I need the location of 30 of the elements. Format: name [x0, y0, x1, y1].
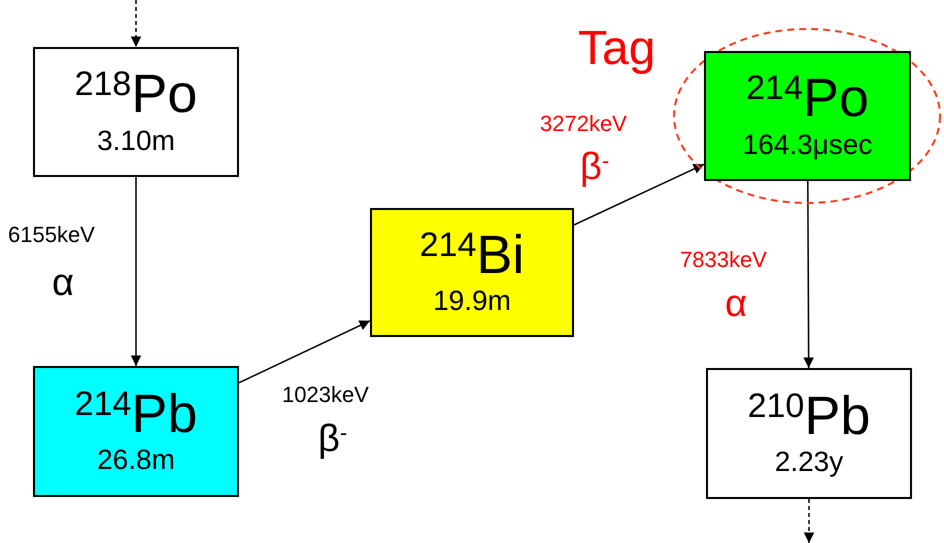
energy-label: 7833keV: [680, 246, 767, 274]
tag-label: Tag: [578, 25, 656, 73]
decay-type-label: α: [725, 285, 747, 323]
half-life: 164.3μsec: [742, 128, 872, 162]
nuclide-symbol: $^{214}$Bi: [420, 226, 524, 284]
nuclide-box: [33, 47, 239, 177]
arrow: [804, 499, 814, 543]
nuclide-symbol: $^{218}$Po: [74, 66, 198, 123]
decay-type-label: α: [52, 264, 74, 302]
energy-label: 3272keV: [540, 110, 627, 138]
nuclide-box: [706, 368, 912, 499]
arrow: [238, 320, 370, 384]
decay-type-label: β$^{-}$: [580, 148, 610, 186]
half-life: 26.8m: [97, 443, 175, 478]
decay-type-label: β$^{-}$: [318, 420, 348, 458]
half-life: 3.10m: [97, 124, 175, 158]
nuclide-symbol: $^{214}$Pb: [74, 386, 198, 442]
nuclide-box: [704, 51, 911, 181]
energy-label: 1023keV: [282, 381, 369, 409]
arrow: [130, 0, 142, 47]
arrow: [130, 177, 142, 366]
arrow: [803, 181, 814, 368]
nuclide-symbol: $^{214}$Po: [746, 70, 869, 127]
half-life: 19.9m: [433, 284, 511, 318]
half-life: 2.23y: [774, 445, 844, 480]
nuclide-symbol: $^{210}$Pb: [748, 388, 870, 444]
nuclide-box: [33, 366, 239, 497]
energy-label: 6155keV: [8, 221, 95, 249]
arrow: [574, 164, 704, 226]
nuclide-box: [370, 208, 574, 337]
